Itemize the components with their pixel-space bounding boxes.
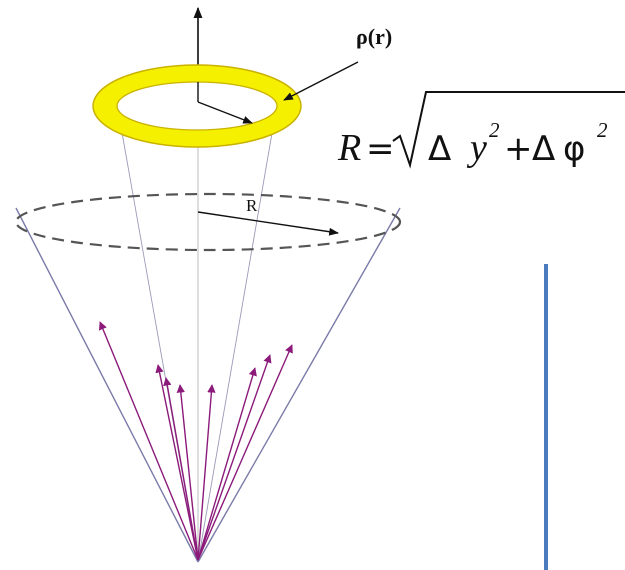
cone-radius-ellipse (14, 192, 402, 252)
radius-label: R (246, 196, 258, 215)
inner-cone-right (197, 109, 277, 563)
density-annulus-hole (116, 81, 278, 131)
formula-plus: + (504, 129, 533, 169)
sqrt-sign (392, 91, 625, 169)
formula-delta1: Δ (428, 129, 451, 169)
radius-arrow (197, 211, 339, 236)
formula-equals: = (366, 129, 395, 169)
side-bar (544, 264, 548, 570)
particle-arrow (176, 384, 199, 561)
formula-lhs: R (337, 127, 361, 169)
particle-arrow (98, 321, 199, 561)
particle-arrow (155, 364, 199, 561)
density-label: ρ(r) (356, 24, 392, 49)
distance-formula: R = Δ y 2 + Δ φ 2 (337, 91, 625, 169)
particle-tracks (98, 321, 293, 561)
particle-arrow (197, 384, 216, 561)
formula-var2: φ (563, 129, 585, 169)
particle-arrow (197, 367, 257, 561)
particle-arrow (197, 354, 272, 561)
particle-arrow (163, 377, 199, 561)
formula-exp1: 2 (489, 118, 500, 142)
particle-arrow (197, 344, 293, 561)
formula-var1: y (466, 127, 487, 169)
annulus-radius-arrow (197, 101, 253, 124)
density-pointer-arrow (283, 61, 359, 101)
formula-delta2: Δ (532, 129, 555, 169)
formula-exp2: 2 (597, 118, 608, 142)
outer-cone-left (15, 207, 199, 563)
outer-cone-right (197, 207, 401, 563)
